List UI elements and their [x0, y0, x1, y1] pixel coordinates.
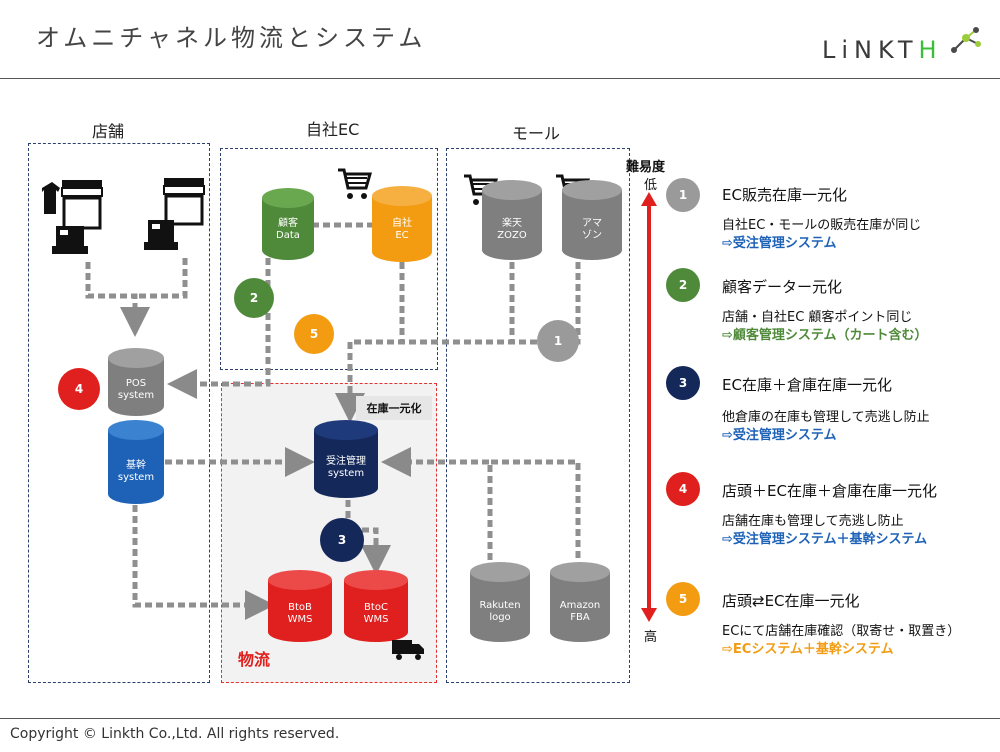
shopping-cart-icon [338, 168, 372, 199]
diagram-marker-4: 4 [58, 368, 100, 410]
difficulty-label: 難易度 [626, 160, 666, 175]
difficulty-high-label: 高 [644, 630, 658, 645]
legend-marker-4: 4 [666, 472, 700, 506]
legend-marker-1: 1 [666, 178, 700, 212]
btoc-wms-label: BtoC WMS [363, 602, 389, 625]
amazon-db: アマ ゾン [562, 180, 622, 260]
legend-system-5: ⇨ECシステム＋基幹システム [722, 642, 894, 657]
amazon-fba-db: Amazon FBA [550, 562, 610, 642]
legend-title-2: 顧客データー元化 [722, 278, 843, 296]
store-register-icon [144, 178, 205, 250]
header-divider [0, 78, 1000, 79]
store-area [28, 143, 210, 683]
rakuten-zozo-db: 楽天 ZOZO [482, 180, 542, 260]
legend-system-2: ⇨顧客管理システム（カート含む） [722, 328, 928, 343]
store-shop-icon [42, 180, 103, 254]
section-store-title: 店舗 [92, 122, 125, 141]
diagram-marker-1: 1 [537, 320, 579, 362]
stock-unify-label: 在庫一元化 [356, 396, 432, 420]
order-mgmt-label: 受注管理 system [326, 456, 366, 479]
core-system-label: 基幹 system [117, 460, 155, 483]
diagram-marker-5: 5 [294, 314, 334, 354]
legend-marker-5: 5 [666, 582, 700, 616]
legend-title-5: 店頭⇄EC在庫一元化 [722, 592, 860, 610]
own-ec-area [220, 148, 438, 370]
mall-area [446, 148, 630, 683]
logo-network-icon [951, 27, 981, 53]
pos-system-db: POS system [108, 348, 164, 416]
legend-desc-4: 店舗在庫も管理して売逃し防止 [722, 514, 904, 529]
customer-data-label: 顧客 Data [276, 218, 300, 241]
legend-desc-5: ECにて店舗在庫確認（取寄せ・取置き） [722, 624, 961, 639]
legend-desc-1: 自社EC・モールの販売在庫が同じ [722, 218, 922, 233]
difficulty-arrow [641, 192, 657, 622]
own-ec-db: 自社 EC [372, 186, 432, 262]
linkth-logo: LiNKTH [822, 36, 943, 64]
customer-data-db: 顧客 Data [262, 188, 314, 260]
btob-wms-db: BtoB WMS [268, 570, 332, 642]
order-mgmt-db: 受注管理 system [314, 420, 378, 498]
own-ec-label: 自社 EC [392, 218, 412, 241]
pos-system-label: POS system [117, 378, 155, 401]
copyright: Copyright © Linkth Co.,Ltd. All rights r… [10, 726, 340, 742]
legend-title-4: 店頭＋EC在庫＋倉庫在庫一元化 [722, 482, 937, 500]
amazon-label: アマ ゾン [582, 218, 602, 241]
legend-title-1: EC販売在庫一元化 [722, 186, 847, 204]
legend-system-3: ⇨受注管理システム [722, 428, 837, 443]
btoc-wms-db: BtoC WMS [344, 570, 408, 642]
footer-divider [0, 718, 1000, 719]
legend-marker-3: 3 [666, 366, 700, 400]
rakuten-logistics-db: Rakuten logo [470, 562, 530, 642]
legend-system-1: ⇨受注管理システム [722, 236, 837, 251]
legend-desc-2: 店舗・自社EC 顧客ポイント同じ [722, 310, 913, 325]
logistics-label: 物流 [238, 650, 271, 669]
logo-text: LiNKT [822, 36, 919, 64]
section-mall-title: モール [512, 124, 561, 143]
truck-icon [392, 640, 424, 660]
difficulty-low-label: 低 [644, 178, 658, 193]
logo-text-end: H [918, 36, 943, 64]
legend-system-4: ⇨受注管理システム＋基幹システム [722, 532, 928, 547]
legend-desc-3: 他倉庫の在庫も管理して売逃し防止 [722, 410, 930, 425]
amazon-fba-label: Amazon FBA [559, 600, 601, 623]
diagram-marker-2: 2 [234, 278, 274, 318]
section-own-ec-title: 自社EC [306, 120, 360, 139]
rakuten-logistics-label: Rakuten logo [479, 600, 521, 623]
legend-title-3: EC在庫＋倉庫在庫一元化 [722, 376, 892, 394]
legend-marker-2: 2 [666, 268, 700, 302]
connection-lines [85, 222, 581, 620]
core-system-db: 基幹 system [108, 420, 164, 504]
diagram-marker-3: 3 [320, 518, 364, 562]
btob-wms-label: BtoB WMS [287, 602, 313, 625]
page-title: オムニチャネル物流とシステム [36, 24, 427, 52]
rakuten-zozo-label: 楽天 ZOZO [497, 218, 527, 241]
